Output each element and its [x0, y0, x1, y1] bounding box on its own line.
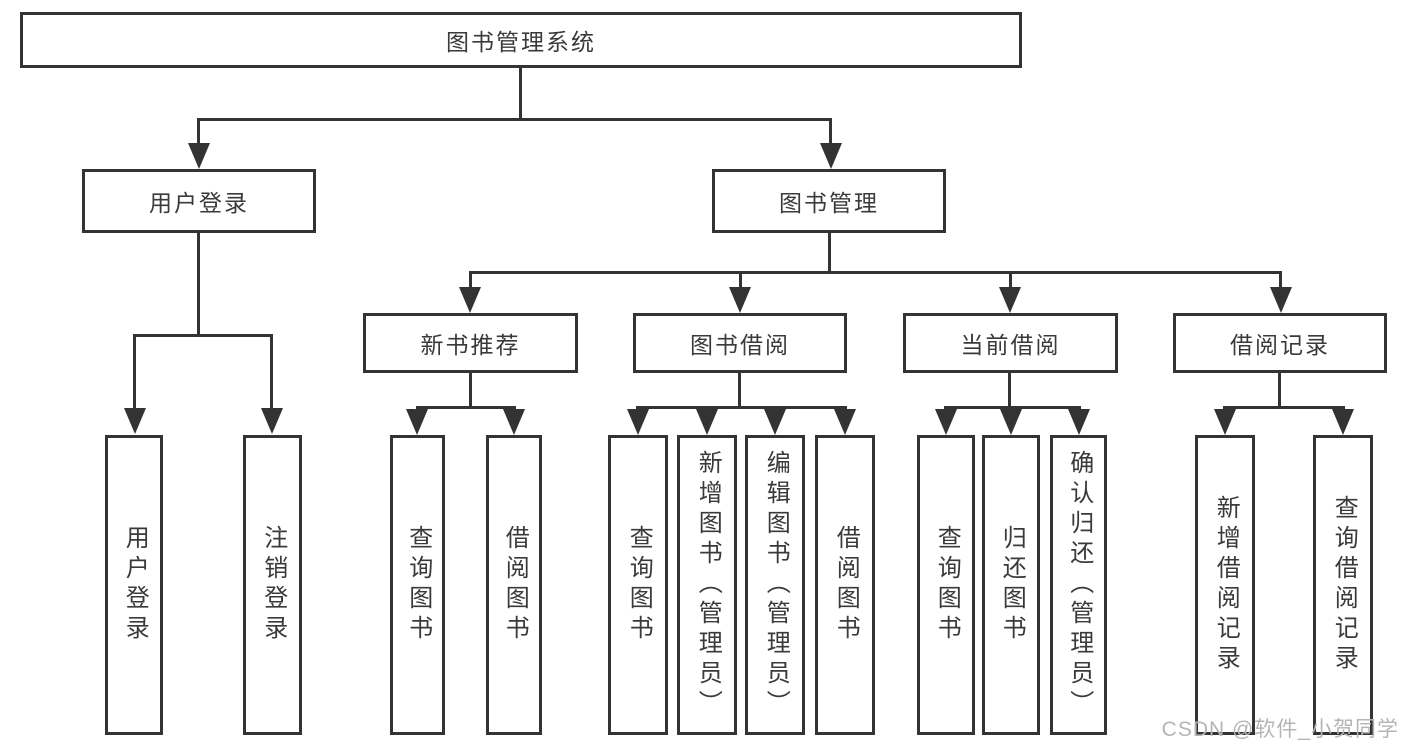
- arrow-down-icon: [696, 409, 718, 435]
- connector-line: [469, 271, 1282, 274]
- leaf-label: 借阅图书: [832, 525, 860, 645]
- leaf-label: 借阅图书: [501, 525, 529, 645]
- leaf-query-books: 查询图书: [608, 435, 668, 735]
- arrow-down-icon: [627, 409, 649, 435]
- node-library-management-system: 图书管理系统: [20, 12, 1022, 68]
- leaf-query-books: 查询图书: [390, 435, 445, 735]
- leaf-return-books: 归还图书: [982, 435, 1040, 735]
- connector-line: [133, 334, 273, 337]
- connector-line: [1009, 271, 1012, 288]
- leaf-query-borrow-record: 查询借阅记录: [1313, 435, 1373, 735]
- arrow-down-icon: [1270, 287, 1292, 313]
- arrow-down-icon: [406, 409, 428, 435]
- arrow-down-icon: [935, 409, 957, 435]
- arrow-down-icon: [1068, 409, 1090, 435]
- connector-line: [270, 334, 273, 409]
- arrow-down-icon: [459, 287, 481, 313]
- leaf-label: 用户登录: [121, 525, 149, 645]
- arrow-down-icon: [503, 409, 525, 435]
- connector-line: [416, 406, 516, 409]
- leaf-user-login: 用户登录: [105, 435, 163, 735]
- leaf-label: 新增借阅记录: [1212, 495, 1240, 675]
- node-book-borrowing: 图书借阅: [633, 313, 847, 373]
- connector-line: [739, 271, 742, 288]
- connector-line: [133, 334, 136, 409]
- leaf-label: 归还图书: [998, 525, 1026, 645]
- connector-line: [469, 271, 472, 288]
- leaf-label: 注销登录: [259, 525, 287, 645]
- leaf-label: 查询图书: [404, 525, 432, 645]
- arrow-down-icon: [1000, 409, 1022, 435]
- arrow-down-icon: [764, 409, 786, 435]
- node-book-management: 图书管理: [712, 169, 946, 233]
- connector-line: [828, 233, 831, 274]
- arrow-down-icon: [729, 287, 751, 313]
- node-borrowing-records: 借阅记录: [1173, 313, 1387, 373]
- leaf-label: 确认归还（管理员）: [1065, 450, 1093, 720]
- node-new-book-recommendation: 新书推荐: [363, 313, 578, 373]
- arrow-down-icon: [1332, 409, 1354, 435]
- leaf-label: 查询图书: [625, 525, 653, 645]
- leaf-add-books-admin: 新增图书（管理员）: [677, 435, 737, 735]
- connector-line: [1008, 371, 1011, 407]
- node-current-borrowing: 当前借阅: [903, 313, 1118, 373]
- arrow-down-icon: [124, 408, 146, 434]
- arrow-down-icon: [834, 409, 856, 435]
- connector-line: [1223, 406, 1345, 409]
- leaf-confirm-return-admin: 确认归还（管理员）: [1050, 435, 1107, 735]
- leaf-logout-login: 注销登录: [243, 435, 302, 735]
- connector-line: [738, 371, 741, 407]
- connector-line: [944, 406, 1081, 409]
- leaf-label: 编辑图书（管理员）: [762, 450, 790, 720]
- arrow-down-icon: [188, 143, 210, 169]
- connector-line: [197, 233, 200, 337]
- leaf-label: 查询图书: [933, 525, 961, 645]
- connector-line: [636, 406, 847, 409]
- arrow-down-icon: [820, 143, 842, 169]
- connector-line: [1279, 271, 1282, 288]
- connector-line: [829, 118, 832, 145]
- arrow-down-icon: [261, 408, 283, 434]
- leaf-label: 查询借阅记录: [1330, 495, 1358, 675]
- arrow-down-icon: [999, 287, 1021, 313]
- connector-line: [469, 371, 472, 407]
- connector-line: [1278, 371, 1281, 407]
- leaf-add-borrow-record: 新增借阅记录: [1195, 435, 1255, 735]
- leaf-query-books: 查询图书: [917, 435, 975, 735]
- leaf-edit-books-admin: 编辑图书（管理员）: [745, 435, 805, 735]
- leaf-borrow-books: 借阅图书: [486, 435, 542, 735]
- connector-line: [197, 118, 832, 121]
- arrow-down-icon: [1214, 409, 1236, 435]
- connector-line: [519, 66, 522, 118]
- connector-line: [197, 118, 200, 145]
- leaf-borrow-books: 借阅图书: [815, 435, 875, 735]
- leaf-label: 新增图书（管理员）: [694, 450, 722, 720]
- node-user-login: 用户登录: [82, 169, 316, 233]
